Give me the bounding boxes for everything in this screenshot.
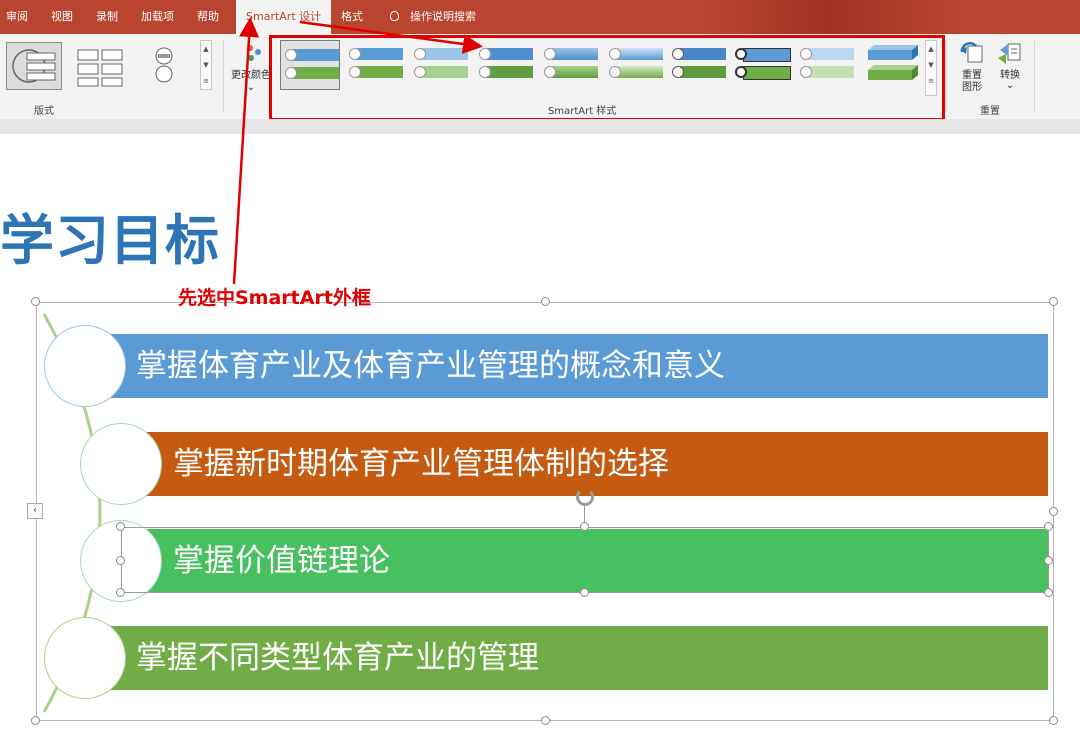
item-bar-2: [121, 432, 1048, 496]
smartart-style-8[interactable]: [731, 40, 791, 90]
resize-handle[interactable]: [116, 556, 125, 565]
change-colors-button[interactable]: 更改颜色: [231, 70, 271, 81]
chevron-down-icon: ⌄: [246, 82, 256, 93]
ribbon-tab-bar: 审阅 视图 录制 加载项 帮助 SmartArt 设计 格式 操作说明搜索: [0, 0, 1080, 34]
styles-group-label: SmartArt 样式: [548, 106, 617, 117]
tab-format[interactable]: 格式: [341, 10, 363, 23]
layouts-group-label: 版式: [34, 106, 54, 117]
ribbon: ▲▼≡ 版式 更改颜色 ⌄: [0, 34, 1080, 119]
layout-option-3[interactable]: [140, 42, 196, 90]
convert-button[interactable]: 转换: [1000, 70, 1020, 81]
reset-graphic-icon[interactable]: [958, 40, 986, 66]
smartart-style-2[interactable]: [345, 40, 405, 90]
layout-option-2[interactable]: [74, 42, 130, 90]
chevron-down-icon: ⌄: [1005, 80, 1015, 91]
annotation-note: 先选中SmartArt外框: [178, 287, 371, 309]
layout-option-1[interactable]: [6, 42, 62, 90]
styles-scroll[interactable]: ▲▼≡: [925, 40, 937, 96]
separator: [1034, 40, 1035, 112]
resize-handle[interactable]: [1044, 556, 1053, 565]
smartart-item-1[interactable]: 掌握体育产业及体育产业管理的概念和意义: [84, 334, 1048, 398]
resize-handle[interactable]: [31, 716, 40, 725]
item-text-3: 掌握价值链理论: [173, 543, 390, 579]
tab-smartart-design[interactable]: SmartArt 设计: [236, 0, 332, 34]
bullet-circle-4[interactable]: [44, 617, 126, 699]
resize-handle[interactable]: [116, 588, 125, 597]
separator: [223, 40, 224, 112]
resize-handle[interactable]: [1049, 507, 1058, 516]
item-text-2: 掌握新时期体育产业管理体制的选择: [173, 446, 669, 482]
resize-handle[interactable]: [580, 522, 589, 531]
smartart-style-6[interactable]: [605, 40, 665, 90]
smartart-style-9[interactable]: [796, 40, 856, 90]
smartart-style-10[interactable]: [862, 40, 922, 90]
smartart-style-4[interactable]: [475, 40, 535, 90]
resize-handle[interactable]: [541, 716, 550, 725]
item-text-4: 掌握不同类型体育产业的管理: [136, 640, 539, 676]
tab-addins[interactable]: 加载项: [141, 10, 174, 23]
resize-handle[interactable]: [580, 588, 589, 597]
tab-view[interactable]: 视图: [51, 10, 73, 23]
separator: [945, 40, 946, 112]
resize-handle[interactable]: [541, 297, 550, 306]
title-bar-decoration: [700, 0, 960, 34]
tell-me-search[interactable]: 操作说明搜索: [410, 10, 476, 23]
smartart-item-3[interactable]: 掌握价值链理论: [121, 529, 1048, 593]
tab-review[interactable]: 审阅: [6, 10, 28, 23]
smartart-item-2[interactable]: 掌握新时期体育产业管理体制的选择: [121, 432, 1048, 496]
convert-icon[interactable]: [996, 40, 1024, 66]
slide-title[interactable]: 学习目标: [0, 209, 220, 272]
smartart-style-7[interactable]: [668, 40, 728, 90]
smartart-style-1[interactable]: [281, 41, 339, 89]
rotate-stem: [584, 506, 585, 526]
item-bar-1: [84, 334, 1048, 398]
item-text-1: 掌握体育产业及体育产业管理的概念和意义: [136, 348, 725, 384]
resize-handle[interactable]: [1044, 522, 1053, 531]
reset-graphic-button[interactable]: 重置 图形: [962, 70, 982, 93]
tab-help[interactable]: 帮助: [197, 10, 219, 23]
text-pane-toggle[interactable]: ‹: [27, 503, 43, 519]
resize-handle[interactable]: [116, 522, 125, 531]
smartart-style-3[interactable]: [410, 40, 470, 90]
layouts-scroll[interactable]: ▲▼≡: [200, 40, 212, 90]
tab-record[interactable]: 录制: [96, 10, 118, 23]
item-bar-4: [84, 626, 1048, 690]
item-bar-3: [121, 529, 1048, 593]
rotate-handle-icon[interactable]: [576, 488, 594, 506]
smartart-item-4[interactable]: 掌握不同类型体育产业的管理: [84, 626, 1048, 690]
resize-handle[interactable]: [1049, 297, 1058, 306]
reset-group-label: 重置: [980, 106, 1000, 117]
resize-handle[interactable]: [1049, 716, 1058, 725]
ribbon-divider: [0, 119, 1080, 134]
smartart-style-5[interactable]: [540, 40, 600, 90]
resize-handle[interactable]: [31, 297, 40, 306]
lightbulb-icon: [390, 11, 399, 21]
bullet-circle-2[interactable]: [80, 423, 162, 505]
resize-handle[interactable]: [1044, 588, 1053, 597]
bullet-circle-1[interactable]: [44, 325, 126, 407]
